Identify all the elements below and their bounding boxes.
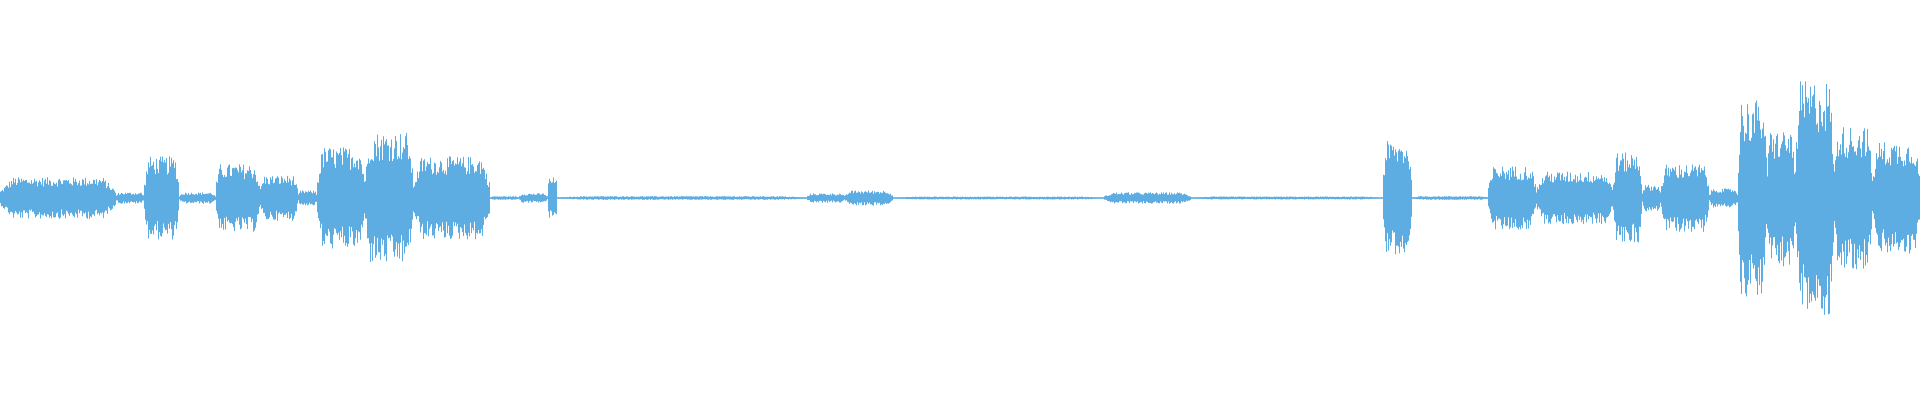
waveform-bars: [0, 81, 1920, 315]
waveform-trace: [0, 81, 1920, 315]
